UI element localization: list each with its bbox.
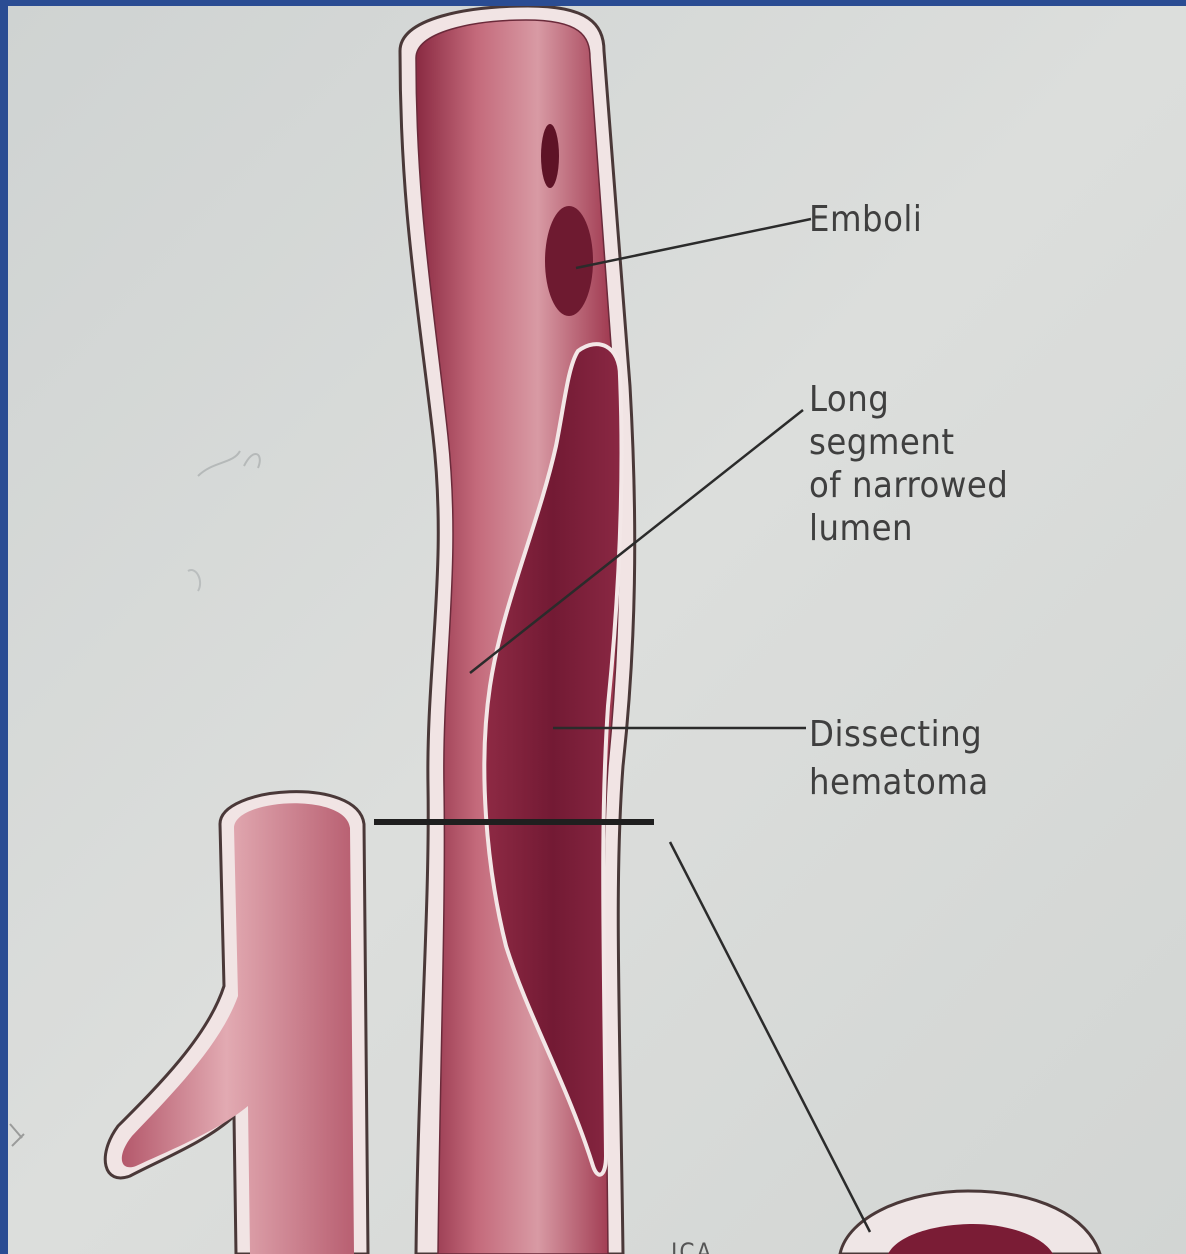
label-emboli: Emboli (809, 198, 922, 242)
label-long-segment-narrowed-lumen: Long segment of narrowed lumen (809, 378, 1008, 550)
label-partial-bottom: ICA (671, 1230, 713, 1254)
label-dissecting-hematoma: Dissecting hematoma (809, 711, 989, 807)
embolus-large (545, 206, 593, 316)
artery-diagram (8, 6, 1186, 1254)
embolus-small (541, 124, 559, 188)
anatomical-illustration: Emboli Long segment of narrowed lumen Di… (8, 6, 1186, 1254)
